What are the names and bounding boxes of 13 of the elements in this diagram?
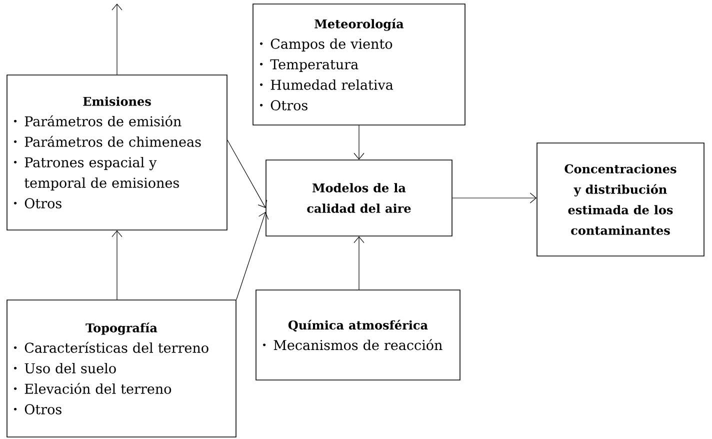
arrow [354,236,364,290]
process-box: Topografía Características del terreno Uso del suelo Elevación del terreno Otros [6,300,236,438]
arrow [236,212,269,300]
arrow [112,4,122,75]
process-box: Química atmosférica Mecanismos de reacción [256,290,460,380]
process-box: Concentraciones y distribución estimada de los contaminantes [536,142,704,256]
process-box: Emisiones Parámetros de emisión Parámetros de chimeneas Patrones espacial y temporal de emisiones Otros [6,74,228,230]
arrow [452,192,537,204]
arrow [227,140,268,208]
arrow [112,230,122,300]
process-box: Modelos de la calidad del aire [266,160,452,236]
arrow [354,125,364,160]
process-box: Meteorología Campos de viento Temperatura Humedad relativa Otros [252,4,466,126]
